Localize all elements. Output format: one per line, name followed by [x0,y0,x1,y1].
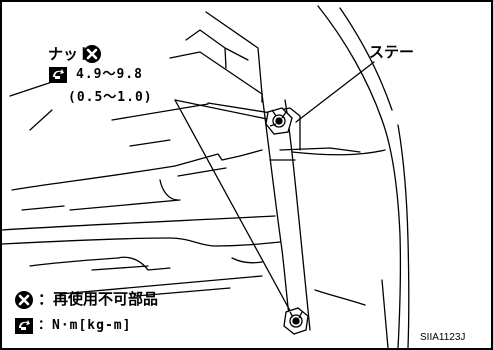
nut-label: ナット [48,45,94,63]
nut-upper [265,107,293,135]
torque-nm-value: 4.9～9.8 [76,67,143,82]
stay-label: ステー [369,43,415,61]
figure-code: SIIA1123J [420,332,466,343]
torque-wrench-icon [49,67,67,83]
legend-torque-unit: ：N·m[kg-m] [38,318,132,333]
legend-torque-wrench-icon [15,318,33,334]
x-circle-icon [83,45,101,63]
torque-kgm-value: (0.5～1.0) [68,90,153,105]
drawing-lines [1,5,410,349]
nut-lower [283,307,309,335]
legend-x-circle-icon [15,291,33,309]
legend-non-reusable: ：再使用不可部品 [38,290,159,308]
